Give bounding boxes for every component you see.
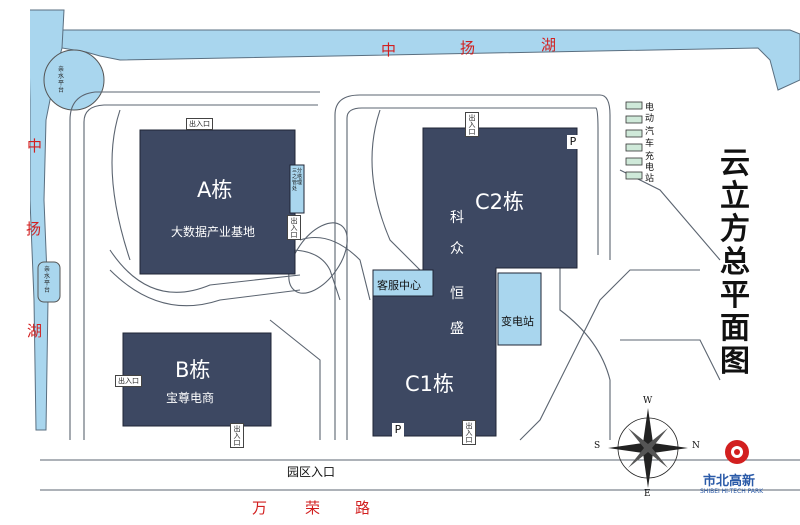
substation-box: [497, 272, 542, 346]
building-a-sub: 大数据产业基地: [171, 225, 256, 239]
ev-char-6: 电: [645, 163, 655, 173]
logo-en: SHIBEI HI-TECH PARK: [700, 488, 764, 495]
north-lake-char-1: 中: [381, 41, 397, 59]
entrance-b-south[interactable]: 出入口: [230, 423, 244, 448]
map-title-char-2: 立: [720, 179, 750, 214]
map-title-char-1: 云: [720, 146, 750, 181]
ev-char-2: 动: [645, 114, 655, 124]
building-b-sub: 宝尊电商: [166, 391, 215, 405]
compass-e: N: [692, 441, 700, 451]
parking-c1[interactable]: P: [392, 423, 404, 437]
c2-vertical-2: 众: [450, 241, 464, 257]
ev-char-4: 车: [645, 139, 655, 149]
c2-vertical-3: 恒: [450, 286, 464, 302]
compass-s: S: [594, 441, 601, 451]
building-a-side-label: 三分之塔管理处: [292, 168, 303, 192]
north-lake-char-2: 扬: [460, 39, 476, 57]
west-lake-char-2: 扬: [26, 220, 42, 238]
entrance-b-west[interactable]: 出入口: [115, 375, 142, 387]
map-title-char-4: 总: [720, 245, 750, 280]
ev-station-icons: [625, 101, 643, 180]
map-title: 云 立 方 总 平 面 图: [718, 147, 752, 378]
parking-c2[interactable]: P: [567, 135, 579, 149]
north-lake: [61, 29, 800, 91]
entrance-a-top[interactable]: 出入口: [186, 118, 213, 130]
compass-n: W: [643, 396, 653, 406]
west-lake-char-1: 中: [27, 137, 43, 155]
compass-rose-icon: [608, 408, 688, 488]
ev-char-3: 汽: [645, 127, 655, 137]
map-title-char-5: 平: [720, 278, 750, 313]
building-a: [139, 129, 296, 275]
map-title-char-7: 图: [720, 344, 750, 379]
map-title-char-3: 方: [720, 212, 750, 247]
service-center-label[interactable]: 客服中心: [377, 279, 421, 292]
service-center-box: [372, 269, 434, 297]
road-char-1: 万: [252, 499, 270, 517]
shibei-logo-icon: [725, 440, 749, 464]
road-char-2: 荣: [305, 499, 323, 517]
substation-label[interactable]: 变电站: [501, 315, 534, 328]
platform-label-mid: 亲水平台: [44, 266, 51, 294]
entrance-a-east[interactable]: 出入口: [287, 215, 301, 240]
a-side-label-box: [289, 164, 305, 214]
compass-w: E: [644, 489, 651, 499]
park-entrance-label[interactable]: 园区入口: [287, 465, 336, 479]
ev-char-7: 站: [645, 174, 655, 184]
west-lake-char-3: 湖: [27, 322, 43, 340]
building-b-name[interactable]: B栋: [175, 358, 211, 382]
map-title-char-6: 面: [720, 311, 750, 346]
c2-vertical-1: 科: [450, 210, 464, 226]
platform-label-top: 亲水平台: [58, 66, 65, 94]
building-c1-name[interactable]: C1栋: [405, 372, 455, 396]
building-a-name[interactable]: A栋: [197, 178, 233, 202]
building-c2-name[interactable]: C2栋: [475, 190, 525, 214]
c2-vertical-4: 盛: [450, 321, 464, 337]
ev-char-1: 电: [645, 103, 655, 113]
platform-top: [43, 49, 105, 111]
road-char-3: 路: [355, 499, 373, 517]
north-lake-char-3: 湖: [541, 36, 557, 54]
entrance-c2-top[interactable]: 出入口: [465, 112, 479, 137]
logo-cn: 市北高新: [703, 474, 756, 489]
entrance-c1-south[interactable]: 出入口: [462, 420, 476, 445]
ev-char-5: 充: [645, 152, 655, 162]
platform-mid: [37, 261, 61, 303]
